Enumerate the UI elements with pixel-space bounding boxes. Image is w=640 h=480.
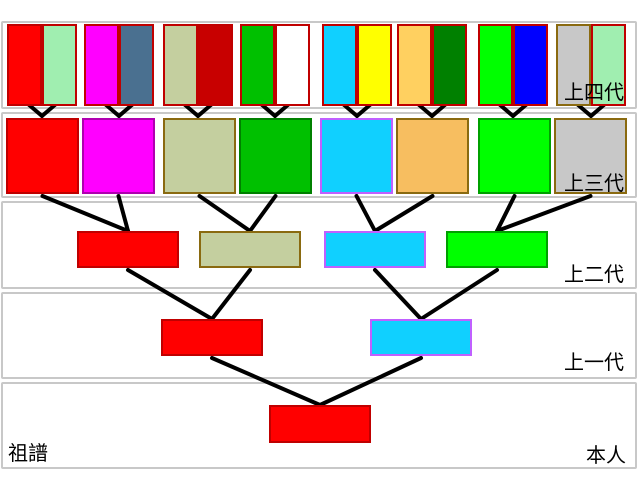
node-gen4-9[interactable] <box>357 24 392 106</box>
node-gen4-10[interactable] <box>397 24 432 106</box>
gen-label-4: 上四代 <box>564 80 624 104</box>
title-label: 祖譜 <box>8 441 48 465</box>
node-gen2-3[interactable] <box>446 231 548 268</box>
node-gen4-5[interactable] <box>198 24 233 106</box>
node-gen4-6[interactable] <box>240 24 275 106</box>
node-gen2-1[interactable] <box>199 231 301 268</box>
node-gen3-6[interactable] <box>478 118 551 194</box>
node-gen2-0[interactable] <box>77 231 179 268</box>
node-gen4-8[interactable] <box>322 24 357 106</box>
node-gen1-1[interactable] <box>370 319 472 356</box>
node-gen4-11[interactable] <box>432 24 467 106</box>
node-gen3-0[interactable] <box>6 118 79 194</box>
band-gen-1 <box>1 292 637 379</box>
node-gen4-12[interactable] <box>478 24 513 106</box>
node-gen3-5[interactable] <box>396 118 469 194</box>
node-gen4-14[interactable] <box>556 24 591 106</box>
node-gen3-2[interactable] <box>163 118 236 194</box>
node-gen4-2[interactable] <box>84 24 119 106</box>
node-gen2-2[interactable] <box>324 231 426 268</box>
node-gen4-3[interactable] <box>119 24 154 106</box>
node-gen4-1[interactable] <box>42 24 77 106</box>
node-gen1-0[interactable] <box>161 319 263 356</box>
gen-label-0: 本人 <box>586 443 626 467</box>
node-gen3-4[interactable] <box>320 118 393 194</box>
node-gen3-3[interactable] <box>239 118 312 194</box>
node-gen3-1[interactable] <box>82 118 155 194</box>
gen-label-2: 上二代 <box>564 262 624 286</box>
node-gen4-13[interactable] <box>513 24 548 106</box>
node-gen4-7[interactable] <box>275 24 310 106</box>
node-gen3-7[interactable] <box>554 118 627 194</box>
node-gen4-0[interactable] <box>7 24 42 106</box>
gen-label-1: 上一代 <box>564 350 624 374</box>
node-gen4-15[interactable] <box>591 24 626 106</box>
node-gen0-0[interactable] <box>269 405 371 443</box>
node-gen4-4[interactable] <box>163 24 198 106</box>
gen-label-3: 上三代 <box>564 171 624 195</box>
